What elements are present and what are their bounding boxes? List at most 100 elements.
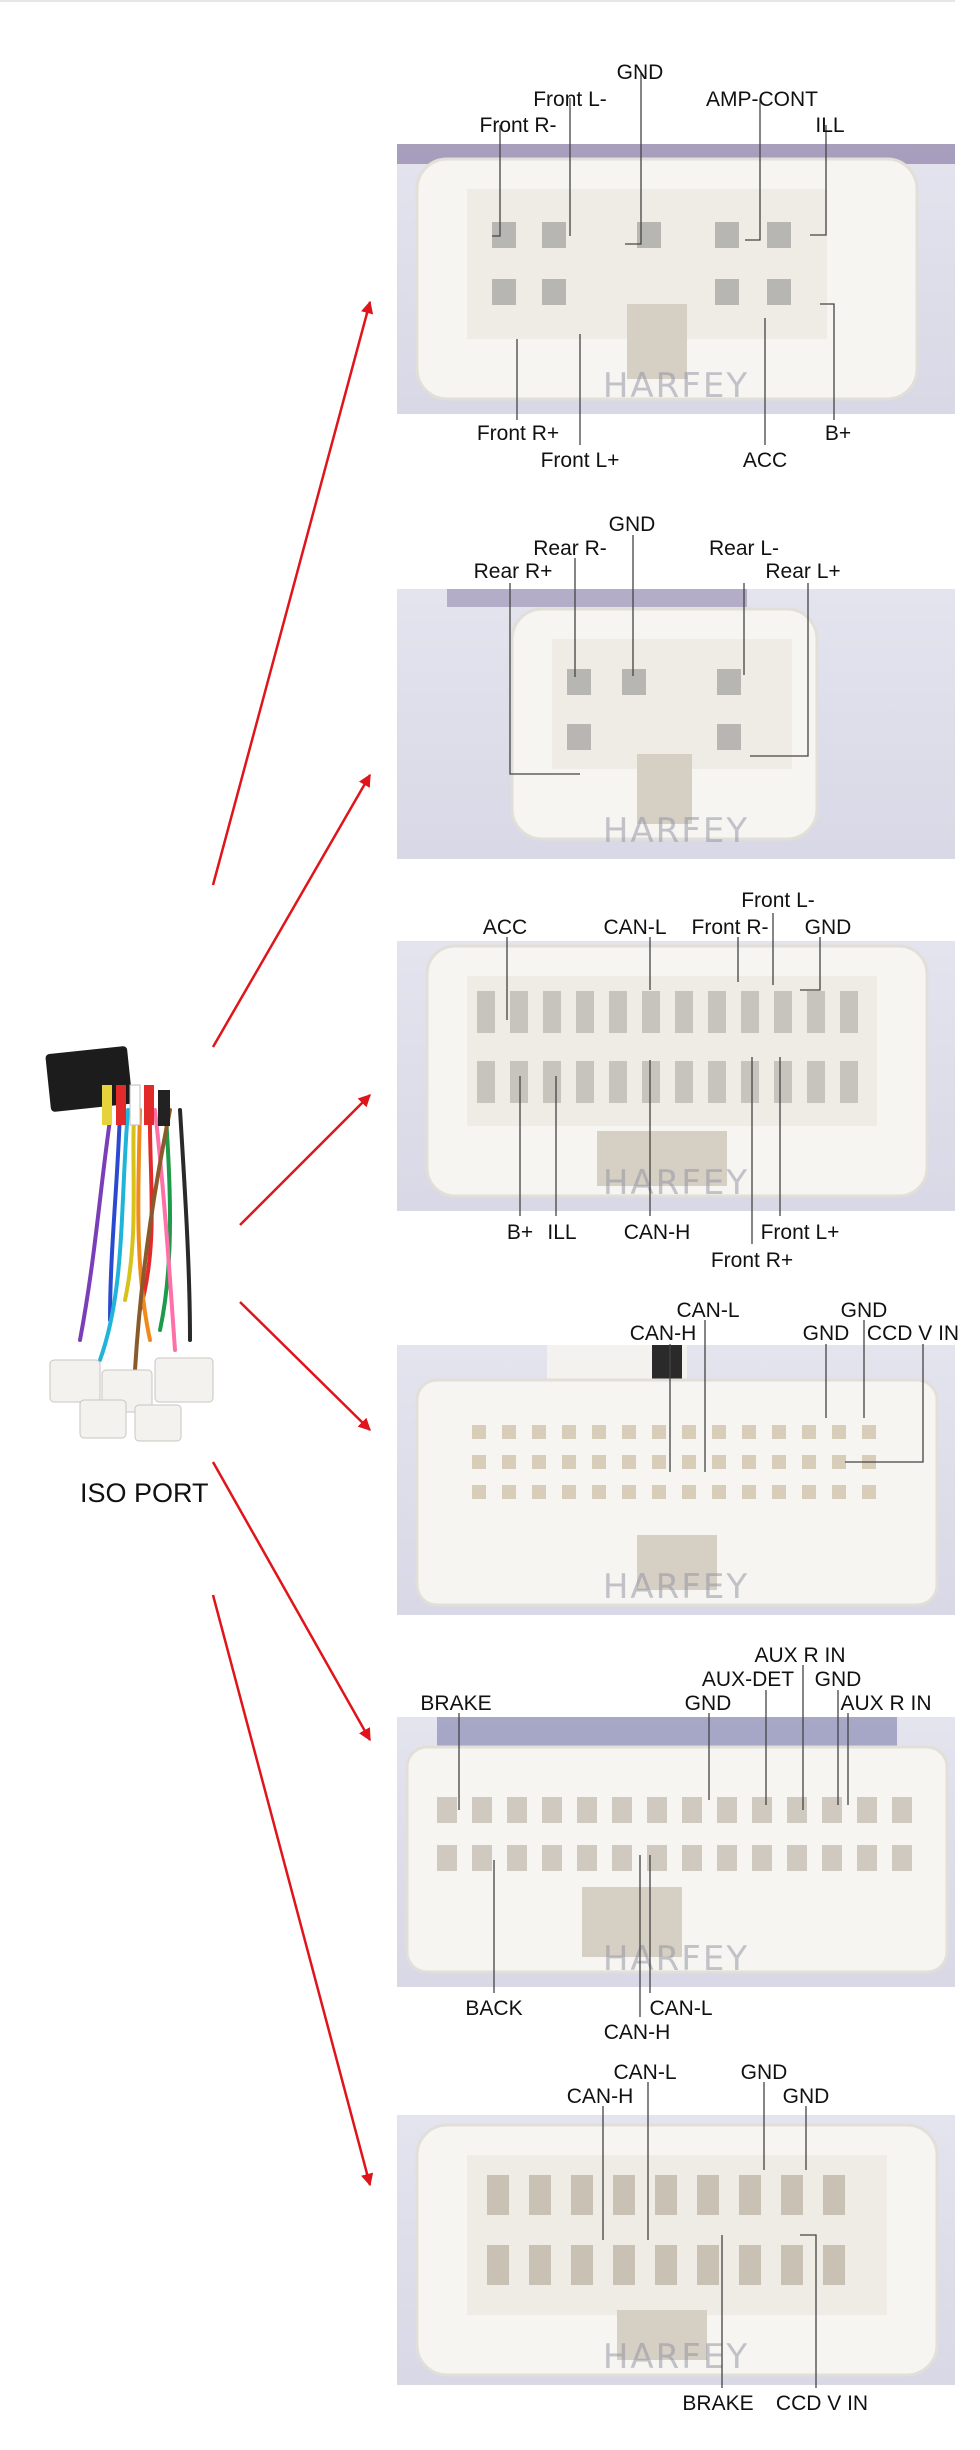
pin-hole — [507, 1797, 527, 1823]
watermark-4: HARFEY — [602, 1567, 750, 1607]
c3-label-acc: ACC — [482, 916, 528, 939]
pin-hole — [682, 1485, 696, 1499]
pin-hole — [562, 1455, 576, 1469]
c5-label-back: BACK — [465, 1997, 523, 2020]
pin-hole — [781, 2245, 803, 2285]
pin-hole — [708, 1061, 726, 1103]
pin-hole — [717, 1797, 737, 1823]
c1-label-front-r-minus: Front R- — [479, 114, 557, 137]
pin-hole — [571, 2175, 593, 2215]
pin-hole — [652, 1455, 666, 1469]
pin-hole — [577, 1797, 597, 1823]
arrow-3 — [239, 1094, 371, 1226]
pin-hole — [717, 1845, 737, 1871]
pin-hole — [613, 2245, 635, 2285]
pin-hole — [787, 1845, 807, 1871]
pin-hole — [840, 991, 858, 1033]
pin-hole — [487, 2245, 509, 2285]
pin-hole — [542, 1797, 562, 1823]
c2-label-rear-r-plus: Rear R+ — [473, 560, 553, 583]
c1-label-front-r-plus: Front R+ — [476, 422, 560, 445]
pin-hole — [832, 1485, 846, 1499]
c3-label-gnd: GND — [804, 916, 852, 939]
pin-hole — [502, 1425, 516, 1439]
pin-hole — [742, 1485, 756, 1499]
c6-label-brake: BRAKE — [682, 2392, 754, 2415]
watermark-5: HARFEY — [602, 1939, 750, 1979]
pin-hole — [862, 1425, 876, 1439]
pin-hole — [612, 1797, 632, 1823]
pin-hole — [613, 2175, 635, 2215]
pin-hole — [576, 991, 594, 1033]
pin-hole — [774, 991, 792, 1033]
pin-hole — [822, 1797, 842, 1823]
pin-hole — [622, 1455, 636, 1469]
pin-hole — [502, 1485, 516, 1499]
pin-hole — [622, 1425, 636, 1439]
pin-hole — [652, 1425, 666, 1439]
connector-photo-5: HARFEY — [397, 1717, 955, 1987]
pin-hole — [675, 991, 693, 1033]
watermark-3: HARFEY — [602, 1163, 750, 1203]
pin-hole — [577, 1845, 597, 1871]
pin-hole — [823, 2245, 845, 2285]
pin-hole — [802, 1425, 816, 1439]
connector-photo-6: HARFEY — [397, 2115, 955, 2385]
pin-hole — [712, 1425, 726, 1439]
pin-hole — [576, 1061, 594, 1103]
c4-label-can-h: CAN-H — [629, 1322, 697, 1345]
c2-label-gnd: GND — [608, 513, 656, 536]
pin-hole — [742, 1425, 756, 1439]
pin-hole — [682, 1425, 696, 1439]
pin-hole — [532, 1455, 546, 1469]
pin-hole — [437, 1845, 457, 1871]
c5-label-brake: BRAKE — [420, 1692, 492, 1715]
pin-hole — [807, 991, 825, 1033]
pin-hole — [609, 1061, 627, 1103]
arrow-4 — [239, 1301, 371, 1431]
pin-hole — [712, 1485, 726, 1499]
pin-hole — [862, 1485, 876, 1499]
c5-label-gnd-1: GND — [684, 1692, 732, 1715]
c3-label-can-l: CAN-L — [603, 916, 667, 939]
c1-label-front-l-minus: Front L- — [533, 88, 607, 111]
pin-hole — [802, 1485, 816, 1499]
pin-hole — [739, 2175, 761, 2215]
c5-label-aux-r-in-1: AUX R IN — [754, 1644, 846, 1667]
c4-label-gnd-2: GND — [840, 1299, 888, 1322]
c2-label-rear-r-minus: Rear R- — [533, 537, 607, 560]
c3-label-can-h: CAN-H — [623, 1221, 691, 1244]
pin-hole — [529, 2175, 551, 2215]
pin-hole — [708, 991, 726, 1033]
iso-harness-image — [45, 1046, 214, 1442]
c3-label-ill: ILL — [547, 1221, 577, 1244]
pin-hole — [772, 1425, 786, 1439]
arrow-1 — [211, 300, 374, 886]
pin-hole — [477, 991, 495, 1033]
pin-hole — [739, 2245, 761, 2285]
c3-label-front-r-plus: Front R+ — [710, 1249, 794, 1272]
pin-hole — [529, 2245, 551, 2285]
c2-label-rear-l-minus: Rear L- — [708, 537, 780, 560]
arrow-5 — [211, 1461, 372, 1742]
pin-hole — [832, 1425, 846, 1439]
pin-hole — [892, 1845, 912, 1871]
c1-label-b-plus: B+ — [824, 422, 852, 445]
c6-label-can-h: CAN-H — [566, 2085, 634, 2108]
pin-hole — [507, 1845, 527, 1871]
connector-photo-4: HARFEY — [397, 1345, 955, 1615]
pin-hole — [655, 2245, 677, 2285]
pin-hole — [774, 1061, 792, 1103]
pin-hole — [543, 1061, 561, 1103]
c1-label-front-l-plus: Front L+ — [540, 449, 620, 472]
arrow-6 — [211, 1594, 374, 2187]
c5-label-gnd-2: GND — [814, 1668, 862, 1691]
watermark-6: HARFEY — [602, 2337, 750, 2377]
c6-label-gnd-2: GND — [782, 2085, 830, 2108]
c1-label-amp-cont: AMP-CONT — [706, 88, 818, 111]
pin-hole — [862, 1455, 876, 1469]
pin-hole — [472, 1797, 492, 1823]
pin-hole — [823, 2175, 845, 2215]
c3-label-front-l-plus: Front L+ — [760, 1221, 840, 1244]
